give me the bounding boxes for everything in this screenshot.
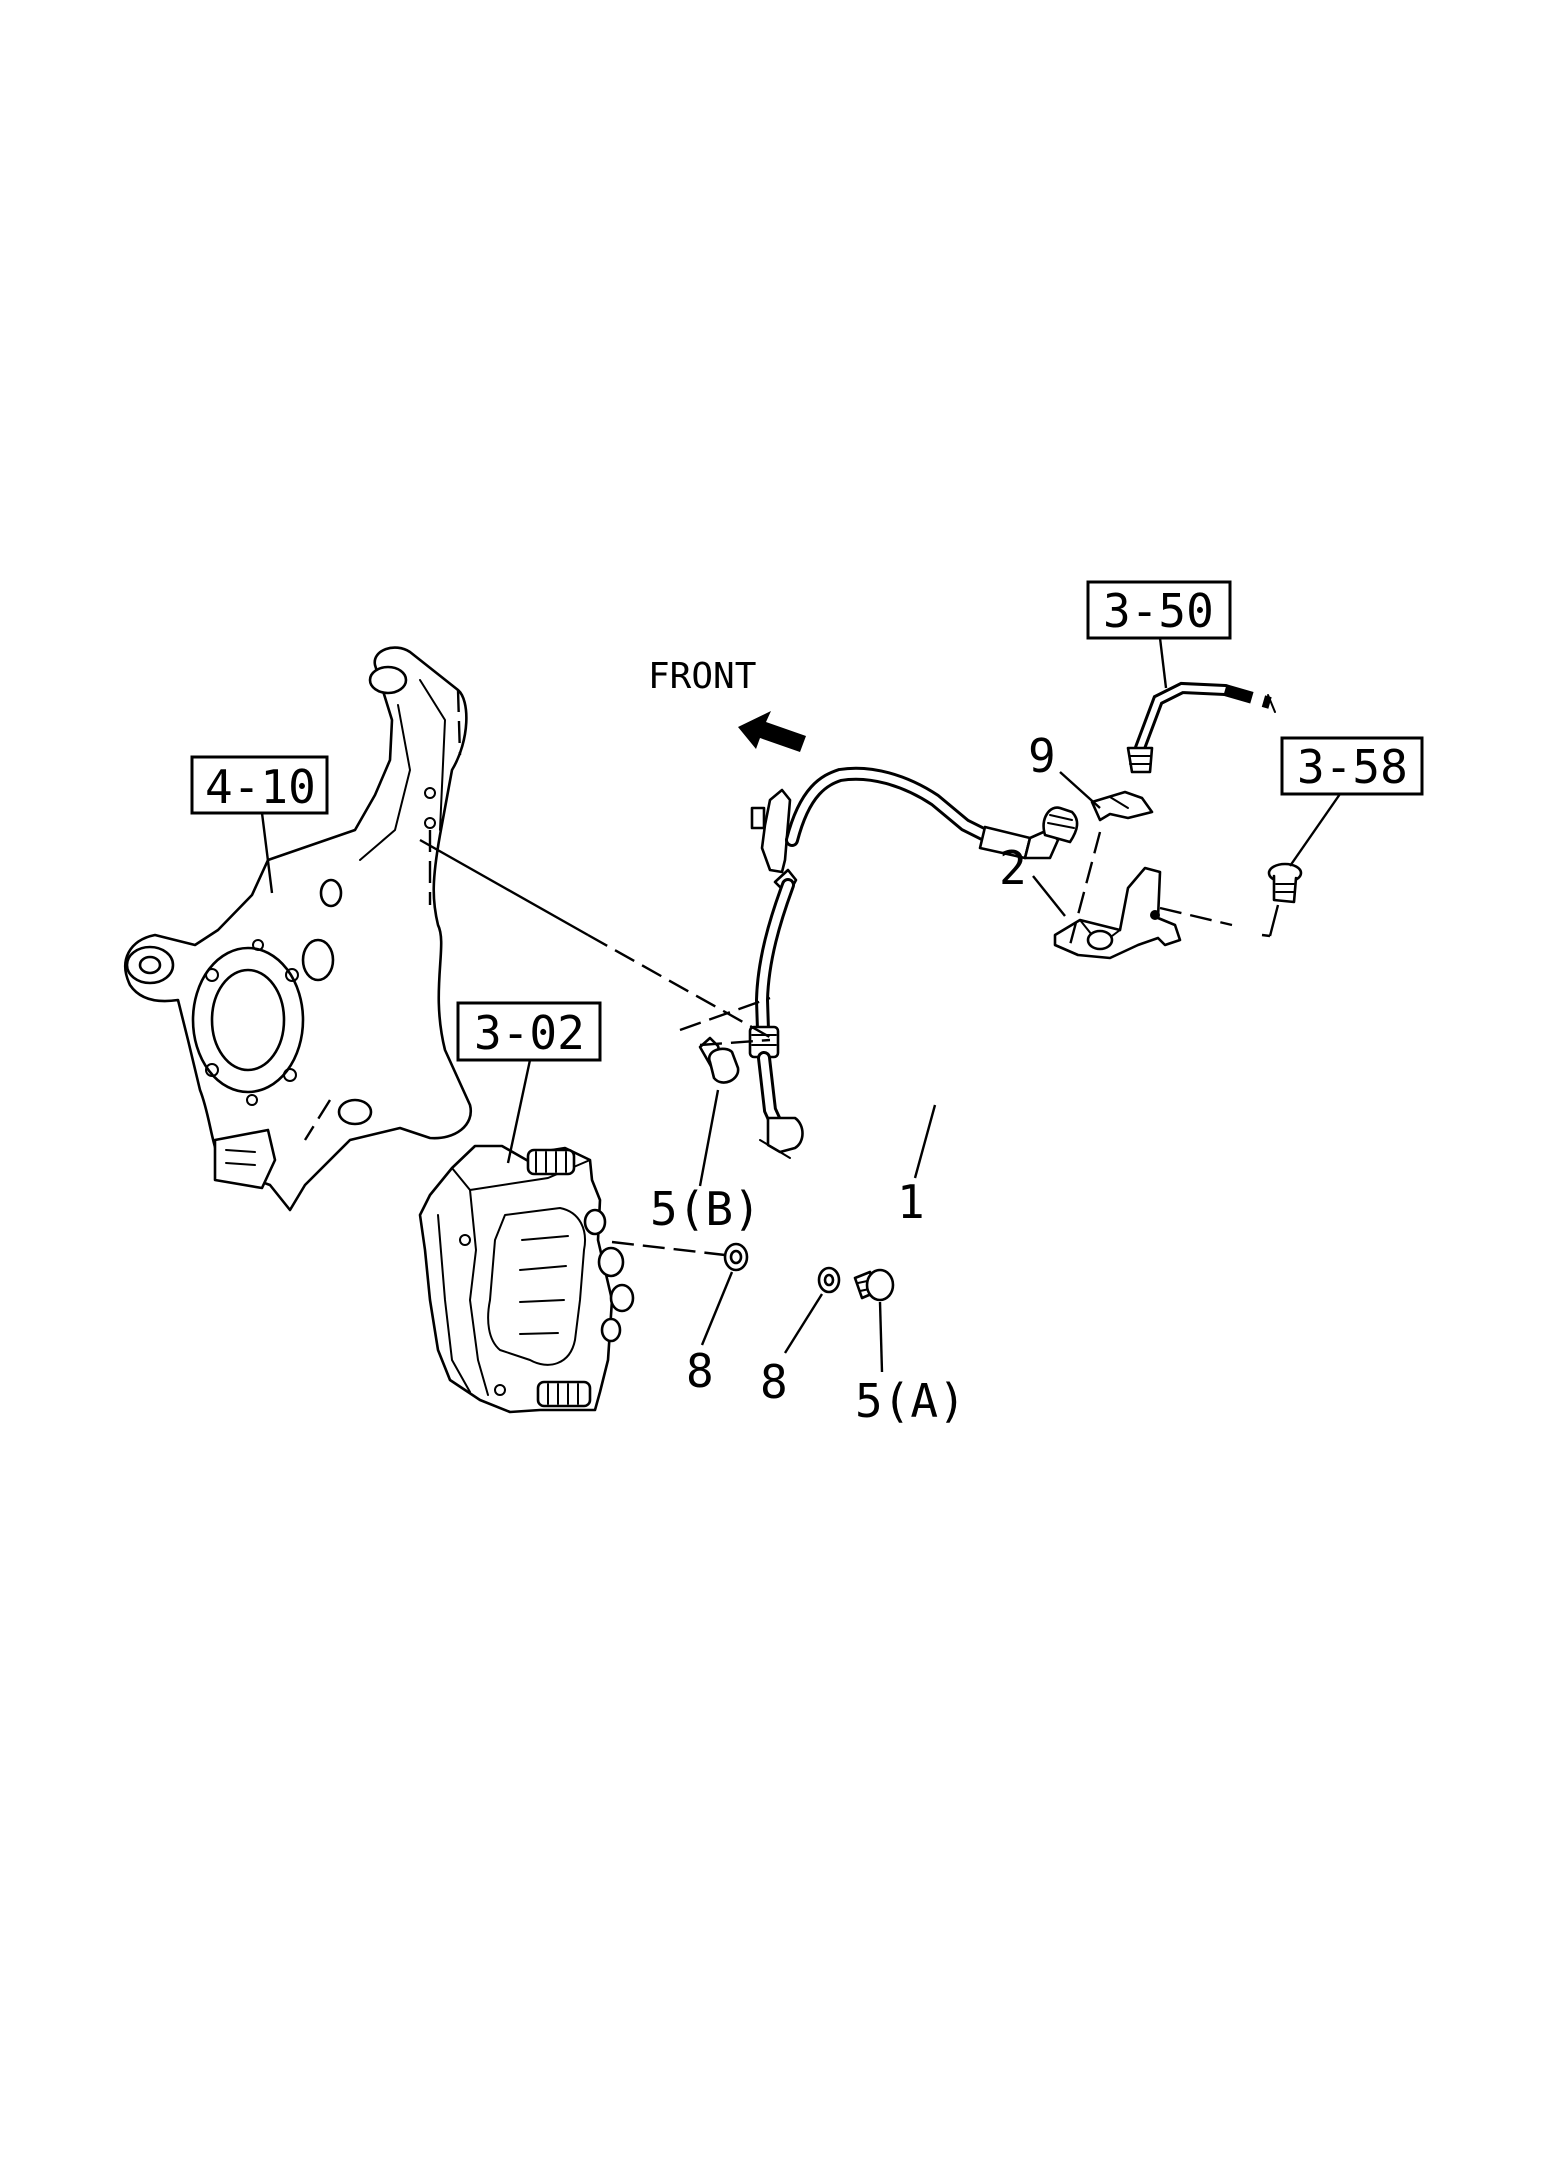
bolt-b [698, 1036, 740, 1084]
callout-9: 9 [1028, 729, 1056, 783]
svg-text:4-10: 4-10 [205, 760, 316, 814]
svg-text:3-58: 3-58 [1297, 740, 1408, 794]
ref-box-brake-pipe: 3-50 [1086, 580, 1232, 640]
svg-text:3-02: 3-02 [474, 1006, 585, 1060]
washer-right [817, 1266, 841, 1294]
bracket-bolt [1267, 862, 1303, 904]
assembly-lines [419, 831, 1280, 1257]
washer-left [723, 1242, 749, 1272]
steering-knuckle [124, 646, 473, 1212]
brake-hose [748, 766, 1079, 1159]
brake-caliper [418, 1144, 635, 1414]
callout-5a: 5(A) [855, 1374, 966, 1428]
front-label: FRONT [648, 656, 756, 697]
bolt-a [853, 1268, 895, 1302]
brake-pipe [1126, 681, 1276, 774]
callout-5b: 5(B) [650, 1182, 761, 1236]
svg-text:3-50: 3-50 [1103, 584, 1214, 638]
front-arrow-icon [738, 711, 806, 752]
callout-8-right: 8 [760, 1355, 788, 1409]
ref-box-knuckle: 4-10 [190, 755, 329, 815]
ref-box-bracket-bolt: 3-58 [1280, 736, 1424, 796]
hose-bracket [1053, 866, 1182, 960]
ref-box-caliper: 3-02 [456, 1001, 602, 1062]
callout-1: 1 [897, 1175, 925, 1229]
hose-clip [1090, 790, 1154, 822]
callout-8-left: 8 [686, 1344, 714, 1398]
callout-2: 2 [999, 841, 1027, 895]
